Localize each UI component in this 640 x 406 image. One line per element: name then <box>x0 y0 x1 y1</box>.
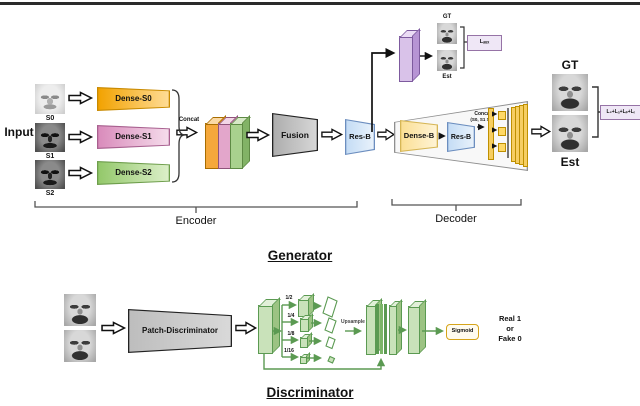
input-image-s0-label: S0 <box>45 115 55 122</box>
input-label: Input <box>4 125 34 139</box>
dense-s0-label: Dense-S0 <box>115 94 152 103</box>
decoder-skip-square <box>498 111 506 120</box>
stack-slab <box>366 305 376 355</box>
generator-section-title: Generator <box>267 248 333 263</box>
discriminator-feature-slab <box>258 305 273 354</box>
block-arrow-icon <box>101 321 127 335</box>
block-arrow-icon <box>377 128 396 141</box>
block-arrow-icon <box>531 125 552 138</box>
input-image-s1 <box>35 123 65 152</box>
dense-s2-block: Dense-S2 <box>97 161 170 185</box>
dense-s2-label: Dense-S2 <box>115 168 152 177</box>
output-est-image <box>552 115 588 152</box>
aux-est-image <box>437 50 457 71</box>
block-arrow-icon <box>68 130 94 144</box>
dense-s1-label: Dense-S1 <box>115 132 152 141</box>
aux-branch-line <box>371 47 396 132</box>
input-image-s2-label: S2 <box>45 190 55 197</box>
discriminator-section-title: Discriminator <box>266 385 354 400</box>
decoder-res-block-label: Res-B <box>450 133 472 141</box>
encoder-res-block: Res-B <box>345 119 375 155</box>
input-image-s1-label: S1 <box>45 153 55 160</box>
block-arrow-icon <box>246 128 271 142</box>
fusion-block: Fusion <box>272 113 318 157</box>
scale-slab <box>300 318 309 332</box>
encoder-res-block-label: Res-B <box>349 132 371 142</box>
block-arrow-icon <box>68 166 94 180</box>
dense-s1-block: Dense-S1 <box>97 125 170 149</box>
aux-conv-slab <box>399 36 413 82</box>
fusion-label: Fusion <box>281 129 309 140</box>
output-est-label: Est <box>560 155 580 169</box>
decoder-bracket-line <box>507 108 509 158</box>
concat-label: Concat <box>178 117 200 123</box>
patch-discriminator-block: Patch-Discriminator <box>128 309 232 353</box>
aux-gt-label: GT <box>442 14 452 20</box>
flat-sheet-shapes <box>322 296 338 364</box>
patch-discriminator-label: Patch-Discriminator <box>141 326 219 335</box>
verdict-line-3: Fake 0 <box>498 334 522 343</box>
verdict-line-2: or <box>506 324 514 333</box>
decoder-dense-block-label: Dense-B <box>403 131 435 141</box>
encoder-brace-icon <box>34 201 358 213</box>
decoder-dense-block: Dense-B <box>400 120 438 152</box>
feature-slab-s0 <box>205 123 219 169</box>
final-loss-box: L₂+Lₐ+Lₚ+Lᵢ <box>600 105 640 120</box>
block-arrow-icon <box>235 321 258 335</box>
top-rule <box>0 2 640 5</box>
scale-slab <box>300 337 308 348</box>
decoder-bracket-label: Decoder <box>435 213 477 225</box>
aux-est-label: Est <box>442 74 452 80</box>
block-arrow-icon <box>176 126 199 139</box>
scale-label-eighth: 1/8 <box>287 331 295 337</box>
stack-stripe <box>384 304 387 354</box>
dense-s0-block: Dense-S0 <box>97 87 170 111</box>
verdict-line-1: Real 1 <box>498 314 522 323</box>
aux-loss-box: Lₐᵤₓ <box>467 35 502 51</box>
aux-bracket-icon <box>460 26 467 69</box>
decoder-brace-icon <box>391 199 522 211</box>
stack-slab <box>389 305 397 355</box>
scale-label-half: 1/2 <box>285 295 293 301</box>
output-gt-image <box>552 74 588 111</box>
decoder-deconv-stripe <box>523 104 528 167</box>
decoder-concat-label-line1: Conca <box>474 111 490 117</box>
discriminator-input-image-2 <box>64 330 96 362</box>
upsample-label: Upsample <box>341 319 365 325</box>
discriminator-input-image-1 <box>64 294 96 326</box>
scale-slab <box>300 356 307 364</box>
encoder-bracket-label: Encoder <box>175 215 217 227</box>
output-bracket-icon <box>592 86 600 138</box>
block-arrow-icon <box>321 128 344 141</box>
scale-label-sixteenth: 1/16 <box>284 348 294 354</box>
sigmoid-box: Sigmoid <box>446 324 479 340</box>
block-arrow-icon <box>68 91 94 105</box>
scale-label-quarter: 1/4 <box>287 313 295 319</box>
decoder-skip-square <box>498 143 506 152</box>
input-image-s0 <box>35 84 65 114</box>
stack-stripe <box>376 304 379 354</box>
final-disc-slab <box>408 306 420 354</box>
decoder-feature-bar <box>488 108 494 160</box>
decoder-concat-label-line2: (S0, S1 S2) <box>470 117 494 122</box>
aux-gt-image <box>437 23 457 44</box>
stack-stripe <box>380 304 383 354</box>
output-gt-label: GT <box>561 58 579 72</box>
input-image-s2 <box>35 160 65 189</box>
feature-slab-s2 <box>230 123 243 169</box>
decoder-skip-square <box>498 127 506 136</box>
decoder-res-block: Res-B <box>447 122 475 152</box>
